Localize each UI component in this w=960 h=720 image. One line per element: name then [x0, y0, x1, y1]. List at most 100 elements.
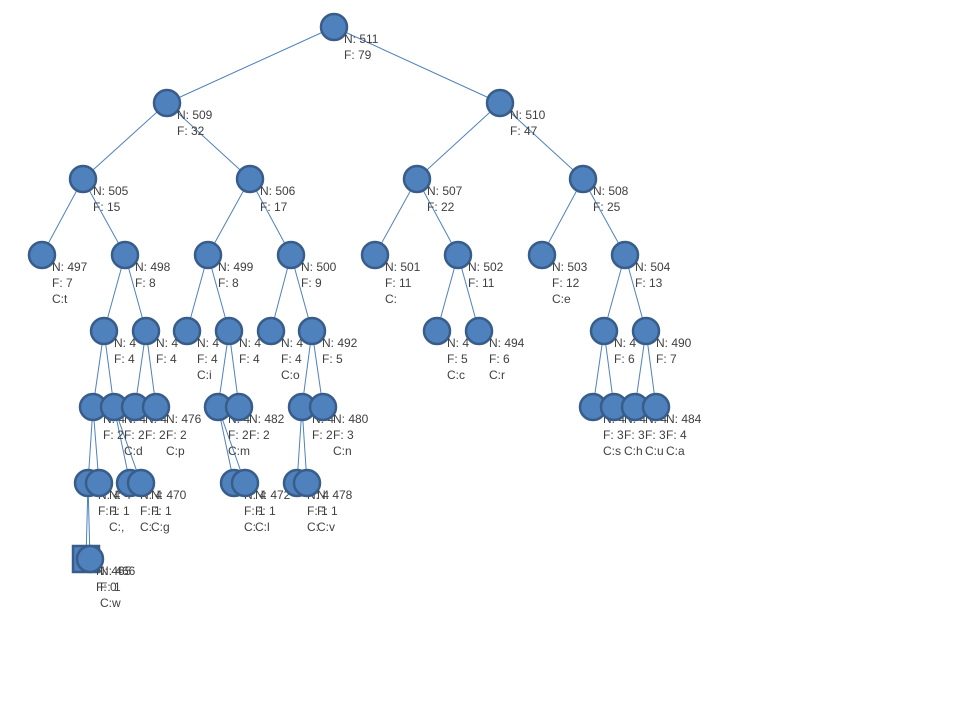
node-circle [297, 316, 327, 346]
node-label-line: N: 4 [281, 336, 303, 350]
node-circle [224, 392, 254, 422]
tree-node: N: 470 F: 1 C:g [126, 468, 187, 534]
node-circle [214, 316, 244, 346]
node-label-line: N: 490 [656, 336, 692, 350]
node-label-line: C:w [100, 596, 121, 610]
node-label-line: F: 2 [103, 428, 124, 442]
tree-node: N: 4F: 6 [589, 316, 636, 366]
node-circle [172, 316, 202, 346]
node-label-line: F: 5 [447, 352, 468, 366]
node-label-line: F: 2 [145, 428, 166, 442]
node-label-line: F: 11 [468, 276, 495, 290]
tree-node: N: 4F: 4 [131, 316, 178, 366]
tree-edge [333, 26, 501, 104]
node-label-line: N: 4 [614, 336, 636, 350]
node-label-line: C:t [52, 292, 68, 306]
node-circle [68, 164, 98, 194]
tree-node: N: 4 F: 4 [214, 316, 261, 366]
node-circle [75, 544, 105, 574]
node-label-line: N: 4 [197, 336, 219, 350]
tree-node: N: 4F: 5C:c [422, 316, 469, 382]
node-circle [141, 392, 171, 422]
node-circle [631, 316, 661, 346]
node-label-line: N: 466 [100, 564, 136, 578]
node-label-line: C:h [624, 444, 643, 458]
tree-node: N: 466 F: 1 C:w [75, 544, 136, 610]
node-label-line: C:g [151, 520, 170, 534]
node-label-line: F: 12 [552, 276, 580, 290]
node-label-line: N: 500 [301, 260, 337, 274]
node-label-line: F: 32 [177, 124, 205, 138]
node-label-line: F: 4 [239, 352, 260, 366]
node-label-line: F: 1 [307, 504, 328, 518]
tree-edge [499, 102, 584, 180]
tree-node: N: 4F: 4C:o [256, 316, 303, 382]
node-label-line: N: 508 [593, 184, 629, 198]
node-label-line: N: 501 [385, 260, 421, 274]
node-label-line: N: 470 [151, 488, 187, 502]
tree-node: N: 4F: 4C:i [172, 316, 219, 382]
node-circle [276, 240, 306, 270]
node-label-line: C:e [552, 292, 571, 306]
node-label-line: F: 3 [645, 428, 666, 442]
node-label-line: F: 1 [151, 504, 172, 518]
node-circle [256, 316, 286, 346]
node-label-line: N: 506 [260, 184, 296, 198]
node-label-line: F: 1 [100, 580, 121, 594]
node-circle [89, 316, 119, 346]
node-circle [464, 316, 494, 346]
node-label-line: F: 0 [96, 580, 117, 594]
node-label-line: C: [244, 520, 256, 534]
node-label-line: F: 79 [344, 48, 372, 62]
node-label-line: N: 503 [552, 260, 588, 274]
node-circle [110, 240, 140, 270]
node-circle [641, 392, 671, 422]
node-label-line: N: 494 [489, 336, 525, 350]
node-label-line: N: 484 [666, 412, 702, 426]
node-label-line: F: 8 [218, 276, 239, 290]
node-circle [126, 468, 156, 498]
node-label-line: C: [307, 520, 319, 534]
node-label-line: F: 4 [281, 352, 302, 366]
node-circle [230, 468, 260, 498]
node-label-line: N: 4 [239, 336, 261, 350]
node-label-line: C:l [255, 520, 270, 534]
tree-edge [82, 102, 168, 180]
node-label-line: C:r [489, 368, 505, 382]
node-label-line: C:a [666, 444, 685, 458]
node-label-line: C: [140, 520, 152, 534]
node-label-line: N: 507 [427, 184, 463, 198]
node-circle [27, 240, 57, 270]
node-circle [152, 88, 182, 118]
tree-edge [416, 102, 501, 180]
node-circle [235, 164, 265, 194]
node-label-line: N: 472 [255, 488, 291, 502]
node-label-line: N: 505 [93, 184, 129, 198]
node-label-line: N: 504 [635, 260, 671, 274]
node-label-line: C:d [124, 444, 143, 458]
node-label-line: F: 47 [510, 124, 538, 138]
tree-node: N: 4F: 3C:s [578, 392, 625, 458]
node-label-line: F: 2 [166, 428, 187, 442]
tree-edge [582, 178, 626, 256]
node-label-line: C:c [447, 368, 465, 382]
tree-node: N: 4F: 3C:u [620, 392, 667, 458]
node-label-line: N: 492 [322, 336, 358, 350]
node-circle [568, 164, 598, 194]
node-label-line: N: 482 [249, 412, 285, 426]
node-circle [84, 468, 114, 498]
node-label-line: F: 4 [156, 352, 177, 366]
